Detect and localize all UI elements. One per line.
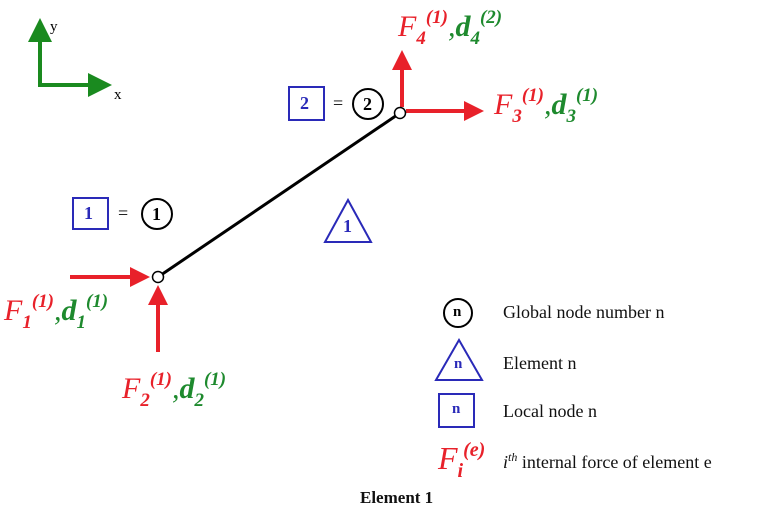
node-2-equals: = [333, 93, 344, 113]
disp-3-sub: 3 [566, 106, 576, 127]
legend-element-text: Element n [503, 353, 577, 373]
legend-local-node-box [438, 393, 475, 428]
force-label-3: F3(1),d3(1) [494, 86, 598, 126]
legend-force-text-i: i [503, 452, 509, 472]
force-2-sup: (1) [149, 369, 172, 390]
force-2-symbol: F [122, 372, 141, 405]
force-4-sub: 4 [416, 28, 426, 49]
global-node-2-circle [352, 88, 384, 120]
force-4-sep: , [447, 10, 456, 43]
legend-force-symbol: Fi(e) [438, 440, 485, 481]
legend-element-symbol: n [454, 356, 463, 372]
force-3-sup: (1) [521, 85, 544, 106]
disp-1-sup: (1) [85, 291, 109, 312]
axes-icon [28, 18, 112, 97]
force-1-symbol: F [4, 294, 23, 327]
legend-element-triangle [434, 337, 484, 381]
force-2-sub: 2 [140, 390, 150, 411]
local-node-1-number: 1 [84, 203, 93, 223]
legend-global-node-symbol: n [453, 304, 462, 320]
disp-4-sub: 4 [470, 28, 480, 49]
force-4-symbol: F [398, 10, 417, 43]
disp-1-sub: 1 [76, 312, 86, 333]
disp-2-symbol: d [179, 372, 195, 405]
force-label-4: F4(1),d4(2) [398, 8, 502, 48]
element-triangle [323, 197, 373, 243]
global-node-1-number: 1 [152, 204, 161, 224]
node-1-equals: = [118, 203, 129, 223]
local-node-2-box [288, 86, 325, 121]
legend-local-node-symbol: n [452, 401, 461, 417]
local-node-1-box [72, 197, 109, 230]
disp-3-symbol: d [551, 88, 567, 121]
global-node-1-circle [141, 198, 173, 230]
node-2-point [393, 106, 407, 120]
figure-caption: Element 1 [360, 488, 434, 507]
force-1-sep: , [53, 294, 62, 327]
force-label-1: F1(1),d1(1) [4, 292, 108, 332]
element-number: 1 [343, 216, 352, 236]
force-1-sup: (1) [31, 291, 54, 312]
local-node-2-number: 2 [300, 93, 309, 113]
legend-force-text: ith internal force of element e [503, 451, 712, 471]
force-label-2: F2(1),d2(1) [122, 370, 226, 410]
legend-local-node-text: Local node n [503, 401, 597, 421]
force-3-sep: , [543, 88, 552, 121]
bar-element [157, 111, 401, 279]
disp-4-symbol: d [455, 10, 471, 43]
global-node-2-number: 2 [363, 94, 372, 114]
legend-force-text-main: internal force of element e [521, 452, 712, 472]
legend-global-node-text: Global node number n [503, 302, 665, 322]
force-1-sub: 1 [22, 312, 32, 333]
x-axis-label: x [114, 87, 122, 103]
legend-force-text-th: th [508, 450, 518, 464]
legend-force-sub: i [457, 460, 464, 482]
legend-global-node-circle [443, 298, 473, 328]
y-axis-label: y [50, 19, 58, 35]
disp-1-symbol: d [61, 294, 77, 327]
node-1-point [151, 270, 165, 284]
disp-3-sup: (1) [575, 85, 599, 106]
force-3-symbol: F [494, 88, 513, 121]
force-4-sup: (1) [425, 7, 448, 28]
force-3-sub: 3 [512, 106, 522, 127]
legend-force-sup: (e) [463, 439, 486, 461]
legend-force-F: F [438, 440, 458, 476]
disp-2-sup: (1) [203, 369, 227, 390]
disp-4-sup: (2) [479, 7, 503, 28]
disp-2-sub: 2 [194, 390, 204, 411]
force-2-sep: , [171, 372, 180, 405]
